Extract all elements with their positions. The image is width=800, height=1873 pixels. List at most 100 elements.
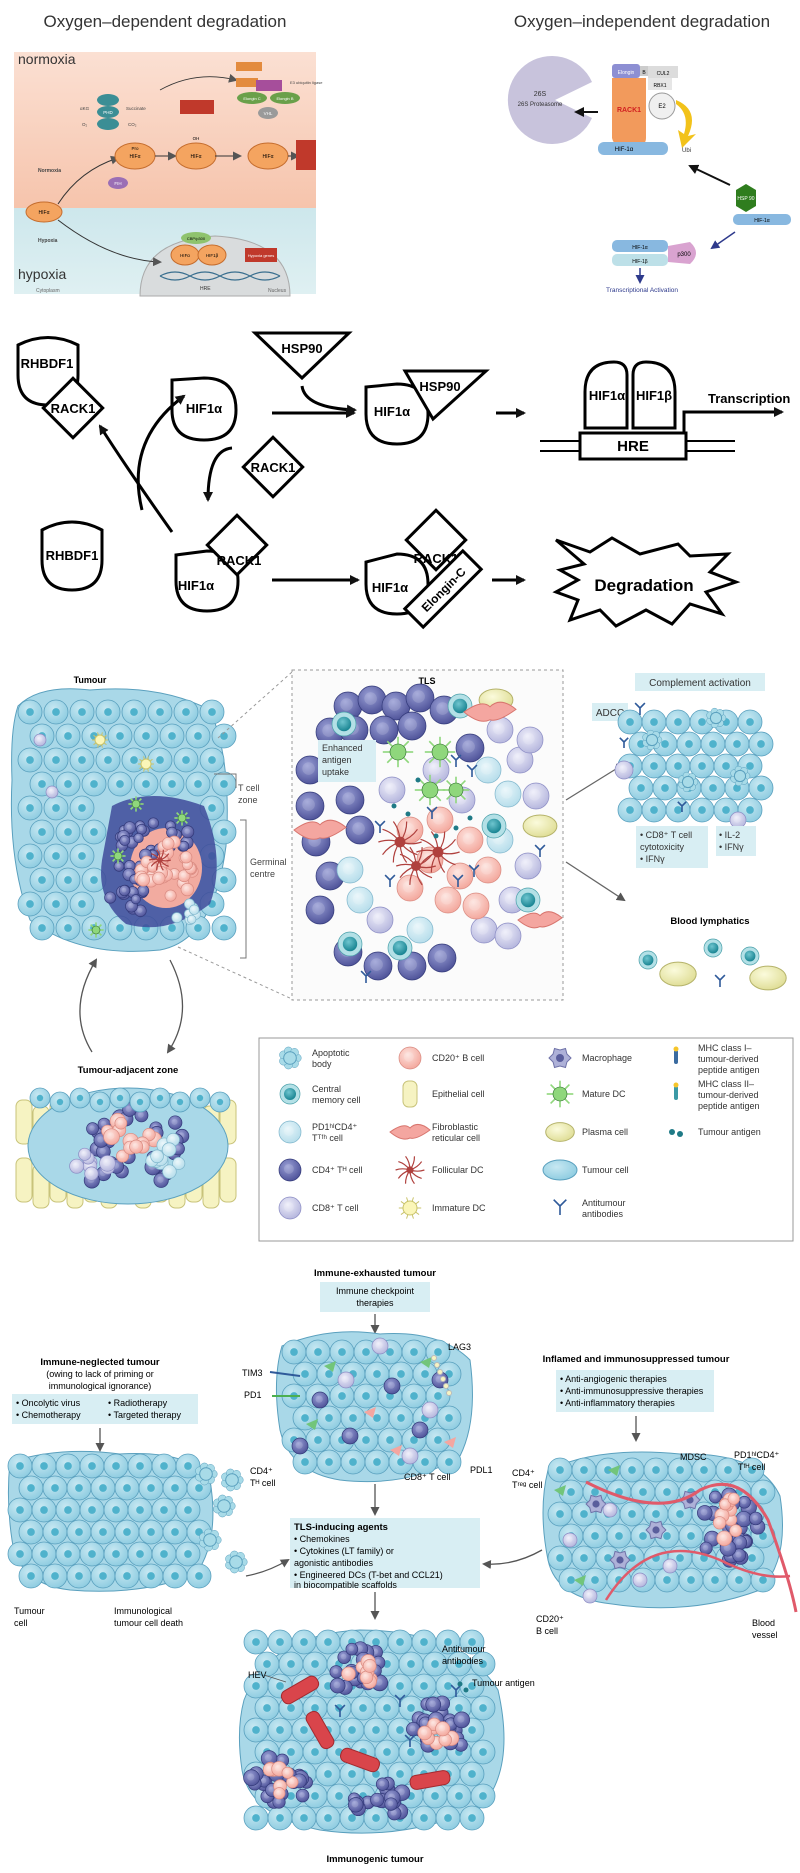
tumour-cell-nucleus <box>325 1370 333 1378</box>
b-cell <box>281 1766 294 1779</box>
tumour-cell-nucleus <box>52 708 60 716</box>
tumour-cell-nucleus <box>311 1660 319 1668</box>
tumour-cell-nucleus <box>615 1576 623 1584</box>
tumour-cell-nucleus <box>324 1814 332 1822</box>
cd4-t-cell-highlight <box>388 698 401 711</box>
tumour-cell-nucleus <box>208 708 216 716</box>
b-cell-highlight <box>363 1673 369 1680</box>
cd4-t-cell-highlight <box>434 950 447 963</box>
tumour-antigen-dot <box>467 815 473 821</box>
tumour-cell-nucleus <box>300 1726 308 1734</box>
follicular-dc <box>411 861 421 871</box>
apoptotic-body <box>681 775 695 789</box>
checkpoint-therapies-box <box>320 1282 430 1312</box>
plasma-cell <box>522 814 558 838</box>
vhl-node <box>258 107 278 119</box>
cd4-t-cell-highlight <box>125 871 132 877</box>
lag3-chain <box>434 1362 440 1368</box>
tumour-cell-nucleus <box>626 718 634 726</box>
tumour-cell-nucleus <box>51 1572 59 1580</box>
cd4-t-cell-highlight <box>150 820 156 825</box>
b-cell-highlight <box>432 812 445 825</box>
tumour-cell-nucleus <box>733 784 741 792</box>
cd8-t-cell-highlight <box>500 928 513 941</box>
fibroblastic-reticular-cell <box>463 701 517 722</box>
cd8-t-cell <box>69 1158 85 1174</box>
tumour-cell-nucleus <box>116 924 124 932</box>
tumour-cell-nucleus <box>56 1098 64 1106</box>
b-cell-highlight <box>167 892 173 898</box>
macrophage-nucleus <box>556 1054 564 1062</box>
antibody <box>714 974 726 987</box>
tls-agent-1: • Chemokines <box>294 1534 350 1544</box>
hif-alpha-start-label: HIFα <box>39 210 50 216</box>
tumour-cell-nucleus <box>468 1814 476 1822</box>
tumour-cell-nucleus <box>51 1528 59 1536</box>
legend-label-line: Apoptotic <box>312 1048 350 1058</box>
tumour-cell-nucleus <box>335 1792 343 1800</box>
b-cell <box>341 1666 356 1682</box>
b-cell <box>396 874 424 902</box>
tumour-cell-nucleus <box>420 1814 428 1822</box>
panel-oxygen-degradation: Oxygen–dependent degradation Oxygen–inde… <box>14 12 791 297</box>
tfh-cell-highlight <box>174 914 179 920</box>
tumour-cell-nucleus <box>88 1550 96 1558</box>
exhausted-tumour-cells <box>269 1337 462 1475</box>
inflamed-to-tls-arrow <box>482 1549 543 1569</box>
legend-label-line: CD8⁺ T cell <box>312 1203 358 1213</box>
cd4-t-cell-highlight <box>302 798 315 811</box>
rack1-complex-label: RACK1 <box>414 551 459 566</box>
immune-exhausted-title: Immune-exhausted tumour <box>314 1268 436 1279</box>
mhc-peptide <box>673 1046 679 1052</box>
tumour-cell-nucleus <box>208 804 216 812</box>
cd4-t-cell <box>130 894 141 905</box>
tumour-cell-nucleus <box>116 1094 124 1102</box>
neglected-title: Immune-neglected tumour <box>40 1357 160 1368</box>
rack1-top-label: RACK1 <box>51 401 96 416</box>
cd4-t-cell <box>405 683 435 713</box>
tumour-cell-nucleus <box>142 780 150 788</box>
b-cell-highlight <box>107 1132 115 1140</box>
rack1-bottom-diamond <box>205 513 269 577</box>
legend-label-line: Fibroblastic <box>432 1122 479 1132</box>
tumour-cell-nucleus <box>220 780 228 788</box>
b-cell <box>273 1787 286 1800</box>
neglected-therapy-4: • Targeted therapy <box>108 1410 182 1420</box>
hev-vessel <box>280 1675 320 1705</box>
legend-label-line: Epithelial cell <box>432 1089 485 1099</box>
cd4-t-cell <box>335 785 365 815</box>
tumour-antigen-dot <box>391 803 397 809</box>
tumour-cell-nucleus <box>311 1792 319 1800</box>
b-cell <box>147 861 159 873</box>
dendritic-cell <box>177 813 187 823</box>
cd20-b-label-1: CD20⁺ <box>536 1614 564 1624</box>
cd4-t-cell-highlight <box>295 1441 303 1449</box>
plasma-cell <box>749 965 787 991</box>
b-cell <box>446 862 474 890</box>
tumour-cell-nucleus <box>276 1814 284 1822</box>
dendritic-cell <box>113 851 123 861</box>
tumour-cell-nucleus <box>26 852 34 860</box>
tumour-cell-texture <box>17 699 237 941</box>
b-cell <box>179 851 193 864</box>
hypoxia-genes-box <box>245 248 277 262</box>
cd4-t-cell-highlight <box>140 887 146 893</box>
tumour-cell-nucleus <box>220 876 228 884</box>
cd4-t-cell-highlight <box>100 1120 107 1127</box>
tumour-cell-nucleus <box>663 1576 671 1584</box>
apoptotic-body <box>733 769 747 783</box>
cd4-t-cell-highlight <box>415 1425 423 1433</box>
hif-nuc-label: HIFα <box>180 253 190 258</box>
tumour-cell-nucleus <box>195 1484 203 1492</box>
tumour-cell-nucleus <box>567 1576 575 1584</box>
b-cell <box>729 1524 743 1537</box>
tumour-cell-nucleus <box>698 762 706 770</box>
tumour-cell-nucleus <box>156 708 164 716</box>
antitumour-antibodies-label-2: antibodies <box>442 1656 484 1666</box>
tumour-cell-nucleus <box>194 732 202 740</box>
tumour-adjacent-zone <box>15 1087 237 1209</box>
tumour-cell-nucleus <box>96 1098 104 1106</box>
b-cell-highlight <box>117 1119 123 1126</box>
